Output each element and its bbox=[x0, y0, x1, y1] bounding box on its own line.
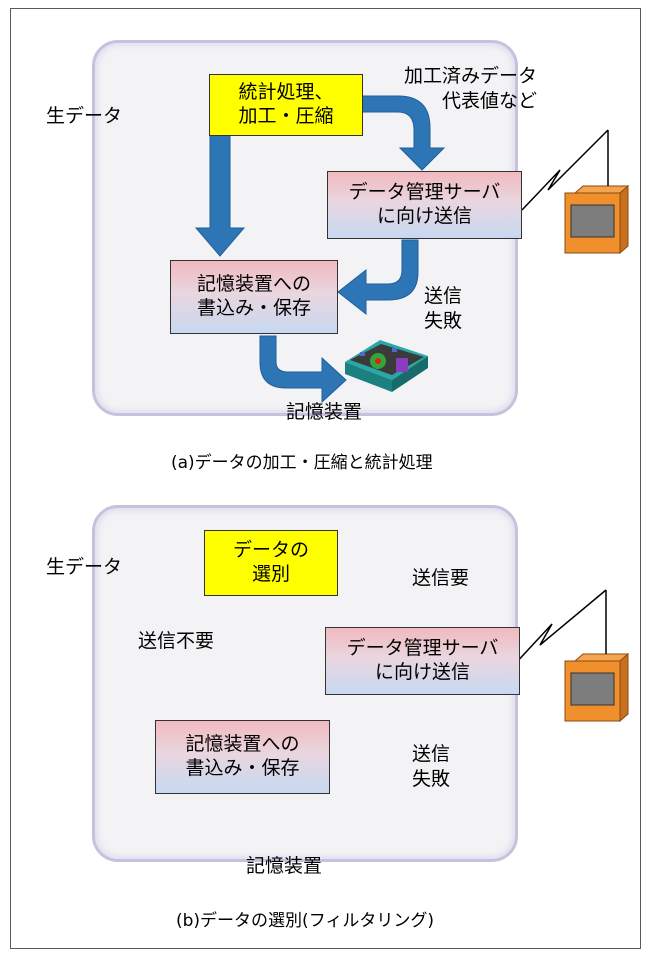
send-not-needed-label: 送信不要 bbox=[138, 630, 215, 652]
storage-device-label-b: 記憶装置 bbox=[246, 855, 323, 877]
radio-device-b bbox=[564, 590, 630, 723]
send-to-server-box-a: データ管理サーバ に向け送信 bbox=[327, 171, 522, 239]
arrow-send-to-store bbox=[337, 239, 419, 316]
data-selection-box: データの 選別 bbox=[204, 530, 338, 596]
raw-data-label-b: 生データ bbox=[46, 556, 123, 578]
caption-a: (a)データの加工・圧縮と統計処理 bbox=[171, 453, 433, 473]
radio-link-b bbox=[513, 589, 607, 666]
arrow-store-to-device bbox=[259, 335, 347, 404]
storage-device-label-a: 記憶装置 bbox=[286, 401, 363, 423]
memory-device-a bbox=[345, 340, 428, 392]
send-failed-label-b: 送信 失敗 bbox=[412, 743, 451, 790]
radio-device-a bbox=[564, 130, 630, 255]
send-needed-label: 送信要 bbox=[412, 567, 470, 589]
storage-write-box-a: 記憶装置への 書込み・保存 bbox=[170, 260, 338, 334]
arrow-stats-to-send bbox=[361, 95, 446, 171]
storage-write-box-b: 記憶装置への 書込み・保存 bbox=[155, 720, 330, 794]
send-to-server-box-b: データ管理サーバ に向け送信 bbox=[325, 627, 520, 695]
stats-processing-box: 統計処理、 加工・圧縮 bbox=[209, 74, 363, 136]
radio-link-a bbox=[521, 129, 609, 211]
caption-b: (b)データの選別(フィルタリング) bbox=[176, 911, 434, 931]
figure-frame bbox=[10, 8, 641, 949]
send-failed-label-a: 送信 失敗 bbox=[424, 285, 463, 332]
processed-data-label: 加工済みデータ 代表値など bbox=[404, 65, 538, 112]
raw-data-label-a: 生データ bbox=[46, 105, 123, 127]
